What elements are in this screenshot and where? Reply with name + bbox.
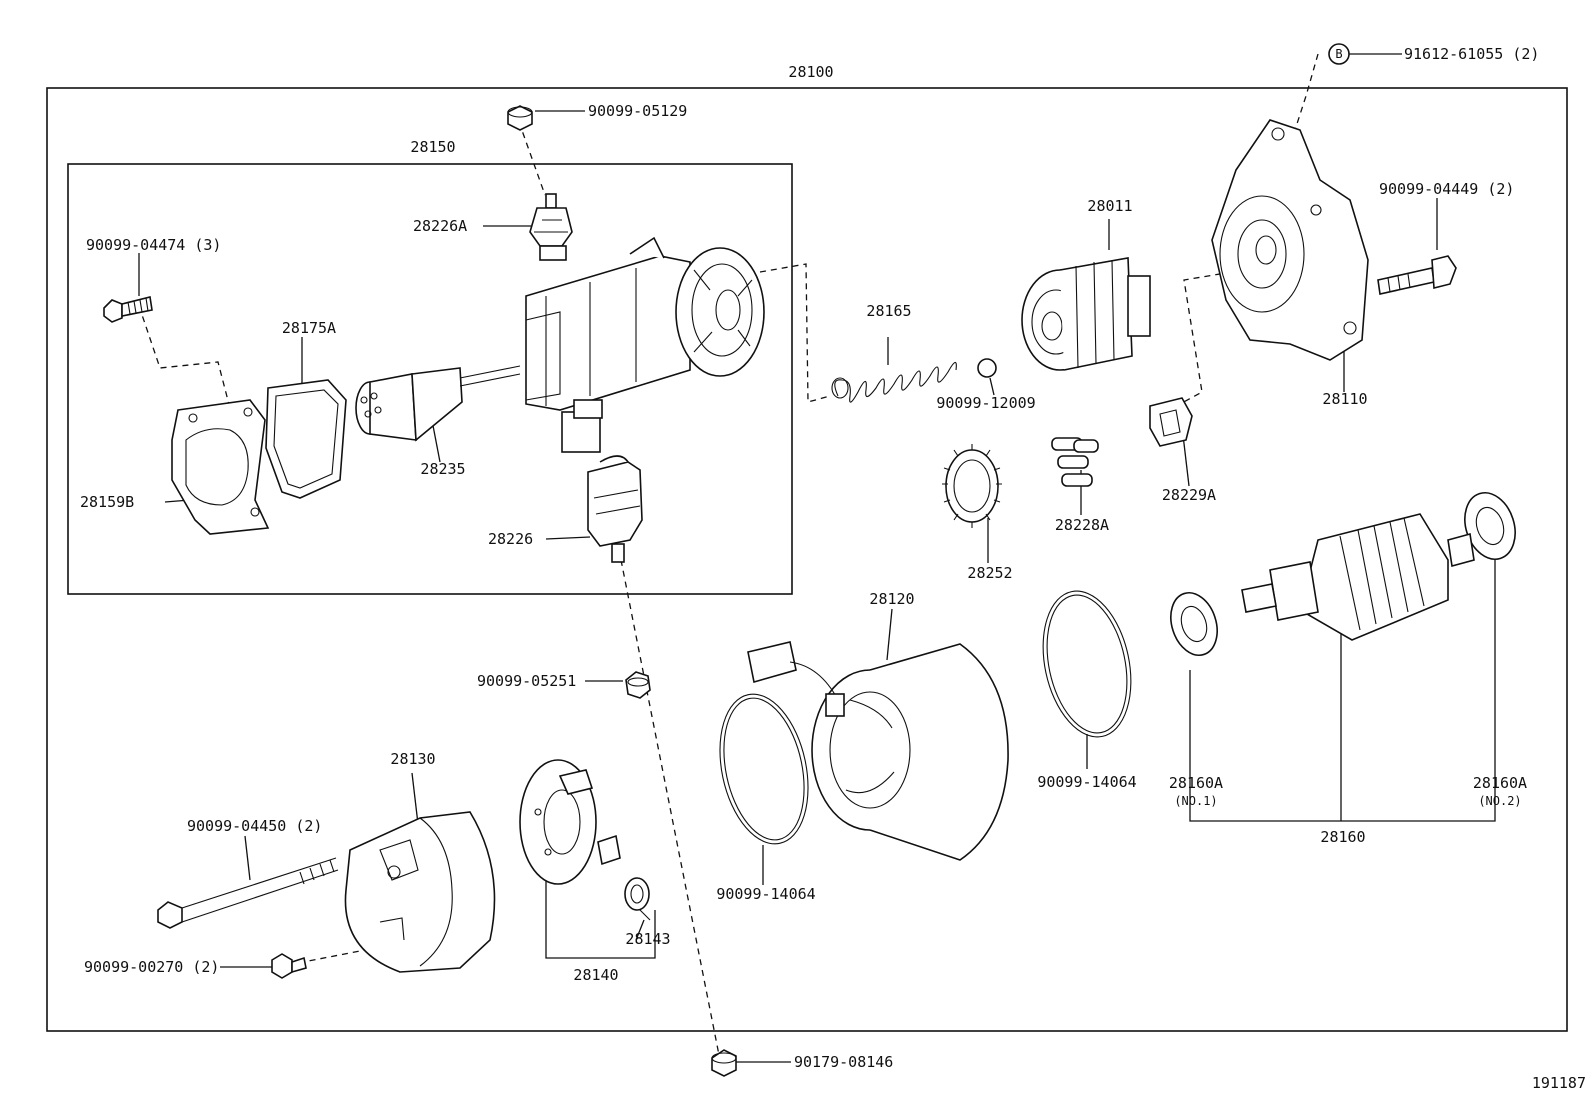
terminal-upper-part — [529, 193, 573, 261]
starter-housing-part — [1211, 119, 1369, 361]
nut-mid-part — [625, 671, 651, 699]
end-frame-part — [344, 811, 496, 973]
label-nut-mid: 90099-05251 — [477, 672, 576, 690]
o-ring-left-part — [719, 693, 809, 845]
brush-holder-part — [519, 759, 621, 885]
label-retainer: 28229A — [1162, 486, 1216, 504]
label-bearing-no1-qualifier: (NO.1) — [1174, 794, 1217, 808]
label-roller: 28228A — [1055, 516, 1109, 534]
label-cover: 28159B — [80, 493, 134, 511]
label-end-frame-screw: 90099-00270 (2) — [84, 958, 219, 976]
solenoid-subassembly-frame — [67, 163, 793, 595]
label-bolt-housing: 90099-04449 (2) — [1379, 180, 1514, 198]
label-bearing-no1: 28160A — [1169, 774, 1223, 792]
yoke-part — [747, 641, 1009, 861]
rollers-part — [1051, 437, 1099, 487]
label-brush-holder: 28140 — [573, 966, 618, 984]
label-bearing-no2: 28160A — [1473, 774, 1527, 792]
bearing-no1-part — [1170, 592, 1218, 656]
label-ball: 90099-12009 — [936, 394, 1035, 412]
label-o-ring-right: 90099-14064 — [1037, 773, 1136, 791]
b-mark-text: B — [1335, 47, 1342, 61]
label-end-frame: 28130 — [390, 750, 435, 768]
label-nut-bottom: 90179-08146 — [794, 1053, 893, 1071]
o-ring-right-part — [1042, 590, 1132, 738]
figure-number: 191187 — [1532, 1074, 1586, 1092]
assembly-frame — [46, 87, 1568, 1032]
label-bolt-b: 91612-61055 (2) — [1404, 45, 1539, 63]
solenoid-cover-part — [171, 399, 270, 535]
leader-lines — [138, 53, 1496, 1063]
label-yoke: 28120 — [869, 590, 914, 608]
label-solenoid-box: 28150 — [410, 138, 455, 156]
spring-part — [831, 361, 957, 403]
label-plunger: 28235 — [420, 460, 465, 478]
label-through-bolt: 90099-04450 (2) — [187, 817, 322, 835]
brush-spring-part — [624, 877, 651, 921]
o-ring-right-part-inner — [1046, 594, 1128, 734]
label-spring: 28165 — [866, 302, 911, 320]
label-bearing-no2-qualifier: (NO.2) — [1478, 794, 1521, 808]
bearing-no2-part — [1464, 492, 1516, 560]
plunger-part — [355, 365, 521, 442]
alignment-lines — [138, 53, 1319, 1061]
retainer-part — [1149, 397, 1193, 447]
label-gasket: 28175A — [282, 319, 336, 337]
steel-ball-part — [977, 358, 997, 378]
label-housing: 28110 — [1322, 390, 1367, 408]
label-idle-gear: 28252 — [967, 564, 1012, 582]
label-assembly: 28100 — [788, 63, 833, 81]
label-o-ring-left: 90099-14064 — [716, 885, 815, 903]
bolt-b-marker: B — [1328, 43, 1350, 65]
label-terminal-lower: 28226 — [488, 530, 533, 548]
idle-gear-part — [942, 444, 1002, 528]
label-nut-top: 90099-05129 — [588, 102, 687, 120]
nut-top-part — [507, 105, 533, 131]
part-labels: 28100 91612-61055 (2) 90099-05129 28150 … — [80, 45, 1586, 1092]
clutch-part — [1021, 257, 1151, 371]
end-frame-screw-part — [271, 953, 307, 979]
label-brush-spring: 28143 — [625, 930, 670, 948]
armature-part — [1241, 513, 1475, 641]
through-bolt-part — [157, 857, 339, 929]
cover-screw-part — [103, 296, 153, 323]
housing-bolt-part — [1377, 255, 1457, 295]
label-clutch: 28011 — [1087, 197, 1132, 215]
label-armature: 28160 — [1320, 828, 1365, 846]
solenoid-body-part — [525, 236, 765, 453]
gasket-part — [265, 379, 347, 499]
terminal-lower-part — [587, 455, 643, 563]
nut-bottom-part — [711, 1049, 737, 1077]
o-ring-left-part-inner — [723, 697, 805, 841]
label-terminal-upper: 28226A — [413, 217, 467, 235]
label-screw-cover: 90099-04474 (3) — [86, 236, 221, 254]
